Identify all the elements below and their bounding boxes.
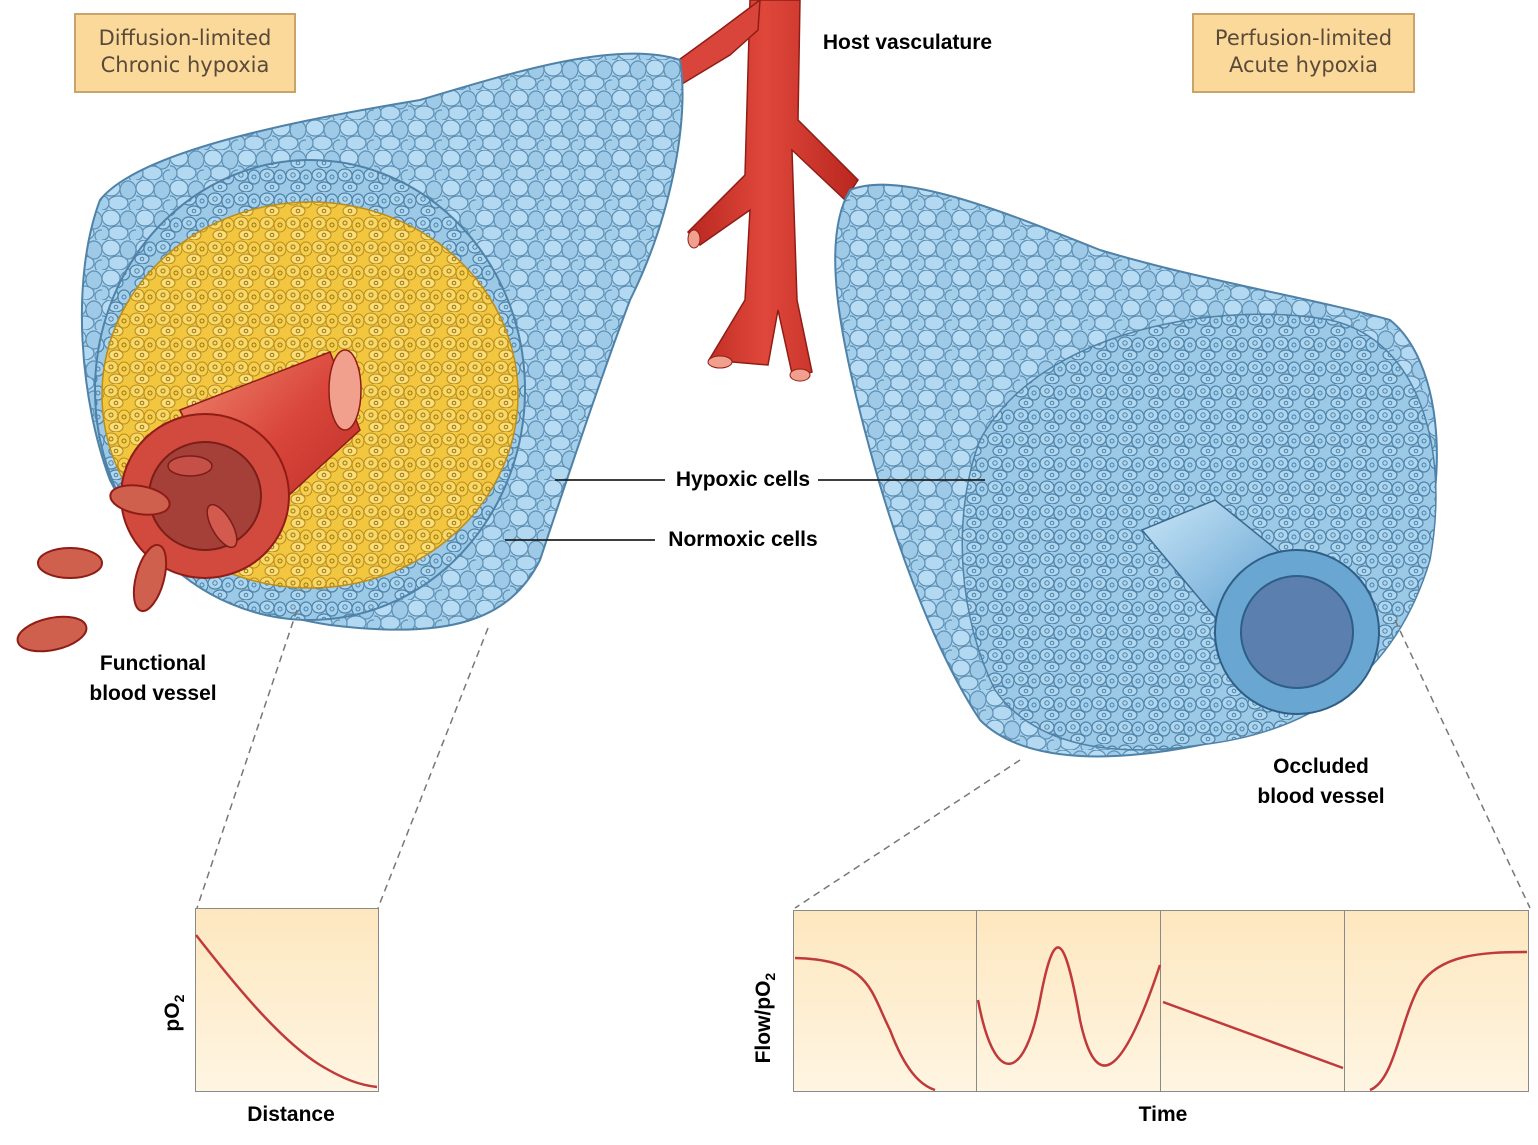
host-vasculature-label: Host vasculature bbox=[822, 31, 993, 54]
zoom-lines bbox=[196, 609, 1531, 909]
box-left-line2: Chronic hypoxia bbox=[100, 53, 270, 77]
functional-line2: blood vessel bbox=[89, 682, 217, 705]
flow-po2-sub: 2 bbox=[762, 972, 779, 981]
po2-base: pO bbox=[160, 1002, 184, 1032]
time-graph-panel-1 bbox=[793, 910, 977, 1092]
functional-vessel-label: Functional blood vessel bbox=[68, 649, 238, 709]
time-graph-panel-2 bbox=[976, 910, 1161, 1092]
time-graph-panel-4 bbox=[1344, 910, 1529, 1092]
occluded-line2: blood vessel bbox=[1257, 785, 1385, 808]
box-right-line1: Perfusion-limited bbox=[1214, 26, 1393, 50]
functional-line1: Functional bbox=[99, 652, 207, 675]
distance-graph-panel bbox=[195, 908, 379, 1092]
occluded-vessel-label: Occluded blood vessel bbox=[1236, 752, 1406, 812]
perfusion-limited-box: Perfusion-limited Acute hypoxia bbox=[1192, 13, 1415, 93]
host-vasculature bbox=[664, 0, 859, 382]
diffusion-limited-box: Diffusion-limited Chronic hypoxia bbox=[74, 13, 296, 93]
occluded-line1: Occluded bbox=[1273, 755, 1369, 778]
time-graph-panel-3 bbox=[1160, 910, 1345, 1092]
distance-axis-label: Distance bbox=[247, 1103, 335, 1126]
hypoxic-cells-label: Hypoxic cells bbox=[675, 468, 811, 491]
normoxic-cells-label: Normoxic cells bbox=[668, 528, 818, 551]
box-left-line1: Diffusion-limited bbox=[98, 26, 272, 50]
time-axis-label: Time bbox=[1138, 1103, 1188, 1126]
red-blood-cells bbox=[16, 484, 171, 653]
right-tumour-cord bbox=[834, 183, 1438, 758]
flow-po2-axis-label: Flow/pO2 bbox=[749, 958, 785, 1078]
left-tumour-cord bbox=[80, 52, 684, 631]
po2-sub: 2 bbox=[171, 994, 188, 1003]
leader-lines bbox=[505, 479, 985, 541]
box-right-line2: Acute hypoxia bbox=[1228, 53, 1379, 77]
flow-po2-base: Flow/pO bbox=[751, 980, 775, 1064]
po2-axis-label: pO2 bbox=[158, 985, 194, 1041]
